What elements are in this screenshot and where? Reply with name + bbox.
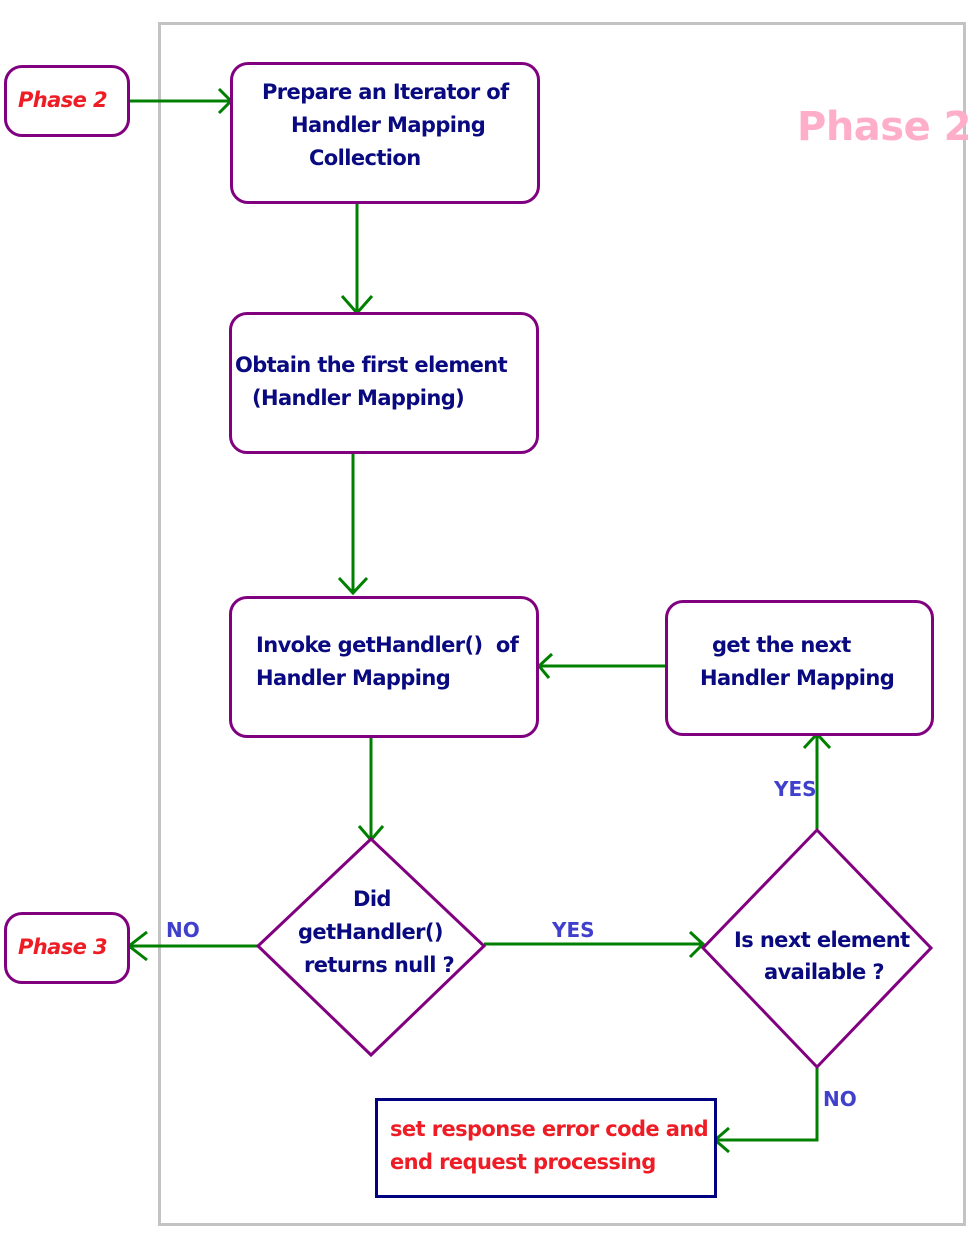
edge-label-next-no: NO bbox=[823, 1087, 857, 1111]
arrow-prepare-to-obtain bbox=[340, 204, 374, 316]
invoke-gethandler-node: Invoke getHandler() of Handler Mapping bbox=[229, 596, 539, 738]
arrow-entry-to-prepare bbox=[129, 87, 234, 115]
phase-3-terminal: Phase 3 bbox=[4, 912, 130, 984]
phase-watermark: Phase 2 bbox=[797, 104, 971, 150]
obtain-first-line-1: Obtain the first element bbox=[235, 353, 508, 377]
arrow-next-no-to-error bbox=[712, 1068, 819, 1154]
error-end-node: set response error code and end request … bbox=[375, 1098, 717, 1198]
prepare-iterator-line-2: Handler Mapping bbox=[291, 113, 486, 137]
arrow-invoke-to-decision bbox=[357, 738, 385, 843]
prepare-iterator-line-1: Prepare an Iterator of bbox=[262, 80, 509, 104]
phase-2-terminal: Phase 2 bbox=[4, 65, 130, 137]
decision-next-line-2: available ? bbox=[764, 960, 885, 984]
decision-null-line-2: getHandler() bbox=[298, 920, 443, 944]
invoke-gethandler-line-1: Invoke getHandler() of bbox=[256, 633, 519, 657]
decision-null-line-3: returns null ? bbox=[304, 953, 455, 977]
edge-label-null-no: NO bbox=[166, 918, 200, 942]
get-next-node: get the next Handler Mapping bbox=[665, 600, 934, 736]
arrow-obtain-to-invoke bbox=[337, 454, 369, 596]
decision-null-line-1: Did bbox=[353, 887, 391, 911]
decision-next-shape bbox=[700, 827, 934, 1070]
obtain-first-node: Obtain the first element (Handler Mappin… bbox=[229, 312, 539, 454]
phase-2-label: Phase 2 bbox=[18, 88, 108, 112]
error-end-line-1: set response error code and bbox=[390, 1117, 709, 1141]
invoke-gethandler-line-2: Handler Mapping bbox=[256, 666, 451, 690]
edge-label-null-yes: YES bbox=[552, 918, 595, 942]
phase-frame bbox=[158, 22, 966, 1226]
decision-null-shape bbox=[255, 836, 487, 1058]
prepare-iterator-node: Prepare an Iterator of Handler Mapping C… bbox=[230, 62, 540, 204]
arrow-decision-yes-to-next bbox=[484, 930, 706, 959]
arrow-next-to-invoke bbox=[536, 652, 666, 679]
edge-label-next-yes: YES bbox=[774, 777, 817, 801]
prepare-iterator-line-3: Collection bbox=[309, 146, 421, 170]
get-next-line-2: Handler Mapping bbox=[700, 666, 895, 690]
phase-3-label: Phase 3 bbox=[18, 935, 108, 959]
get-next-line-1: get the next bbox=[712, 633, 851, 657]
obtain-first-line-2: (Handler Mapping) bbox=[252, 386, 465, 410]
decision-next-line-1: Is next element bbox=[734, 928, 910, 952]
error-end-line-2: end request processing bbox=[390, 1150, 656, 1174]
